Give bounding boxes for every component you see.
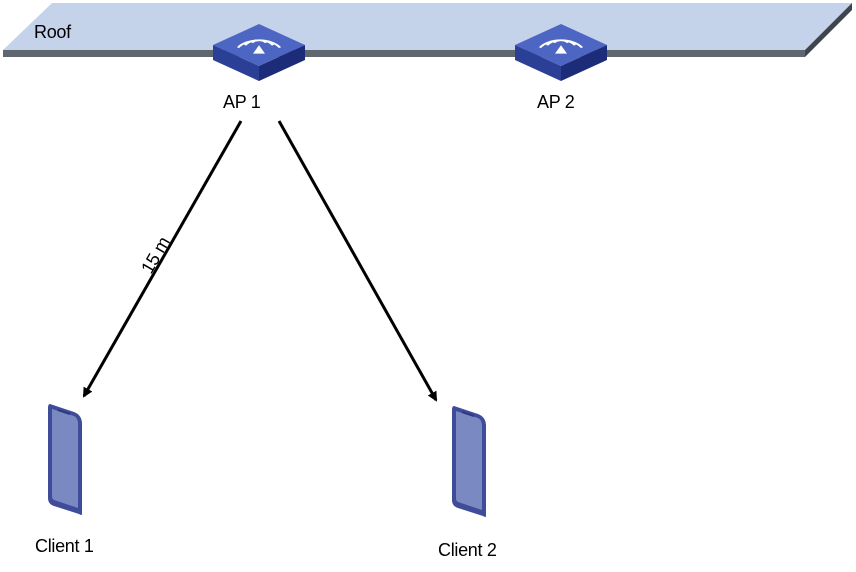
roof-top-surface <box>3 3 852 50</box>
smartphone-icon <box>452 406 486 517</box>
access-point-1[interactable]: AP 1 <box>213 24 305 112</box>
roof-front-edge <box>3 50 805 57</box>
roof-side-edge <box>805 3 852 57</box>
ap-label: AP 1 <box>223 92 261 112</box>
arrow-ap1-to-client1 <box>82 120 243 398</box>
access-point-2[interactable]: AP 2 <box>515 24 607 112</box>
client-2[interactable]: Client 2 <box>438 406 497 560</box>
wireless-access-point-icon <box>236 39 282 54</box>
smartphone-icon <box>48 404 82 515</box>
ap-label: AP 2 <box>537 92 575 112</box>
roof-label: Roof <box>34 22 72 42</box>
client-label: Client 2 <box>438 540 497 560</box>
link-ap1-client1: 15 m <box>82 120 243 398</box>
client-1[interactable]: Client 1 <box>35 404 94 556</box>
ap-left-face <box>213 45 259 81</box>
ap-left-face <box>515 45 561 81</box>
wireless-access-point-icon <box>538 39 584 54</box>
ap-right-face <box>259 45 305 81</box>
link-ap1-client2 <box>277 120 438 402</box>
arrow-ap1-to-client2 <box>277 120 438 402</box>
roof: Roof <box>3 3 852 57</box>
client-label: Client 1 <box>35 536 94 556</box>
ap-right-face <box>561 45 607 81</box>
distance-label: 15 m <box>137 233 174 277</box>
